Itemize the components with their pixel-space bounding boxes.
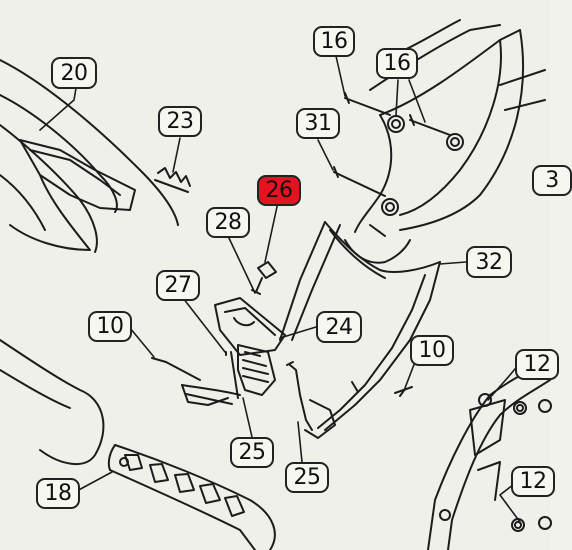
callout-28-part: 28 [206, 207, 250, 238]
callout-24-bracket: 24 [316, 311, 362, 343]
part-32-drawing [279, 221, 441, 439]
callout-18-footpeg: 18 [36, 478, 80, 509]
callout-32-heel-guard: 32 [466, 246, 512, 278]
part-frame-drawing [354, 19, 546, 233]
part-12-drawing [427, 359, 552, 550]
callout-3-partial: 3 [532, 165, 572, 196]
leader-lines [39, 55, 521, 523]
callout-10-bolt-right: 10 [410, 335, 454, 366]
callout-25-spring-right: 25 [285, 462, 329, 493]
callout-26-highlighted-part: 26 [257, 175, 301, 206]
callout-20-footrest: 20 [51, 57, 97, 89]
part-18-drawing [0, 339, 276, 550]
part-23-drawing [154, 167, 191, 193]
part-10-left-drawing [151, 357, 241, 406]
callout-25-spring-left: 25 [230, 437, 274, 468]
part-24-drawing [214, 297, 313, 431]
callout-10-bolt-left: 10 [88, 311, 132, 342]
callout-12-lower: 12 [511, 466, 555, 497]
callout-16-bolt-upper: 16 [313, 26, 355, 57]
callout-12-upper: 12 [515, 349, 559, 380]
parts-diagram-page: 16 16 20 23 31 26 28 32 27 24 10 10 12 1… [0, 19, 572, 550]
part-26-drawing [251, 261, 277, 295]
part-20-drawing [0, 59, 179, 253]
callout-31-bolt: 31 [296, 108, 340, 139]
callout-27-part: 27 [156, 270, 200, 301]
part-bolts-drawing [333, 92, 451, 237]
callout-16-bolt: 16 [376, 48, 418, 79]
part-10-right-drawing [394, 386, 413, 397]
callout-23-spring: 23 [158, 106, 202, 137]
